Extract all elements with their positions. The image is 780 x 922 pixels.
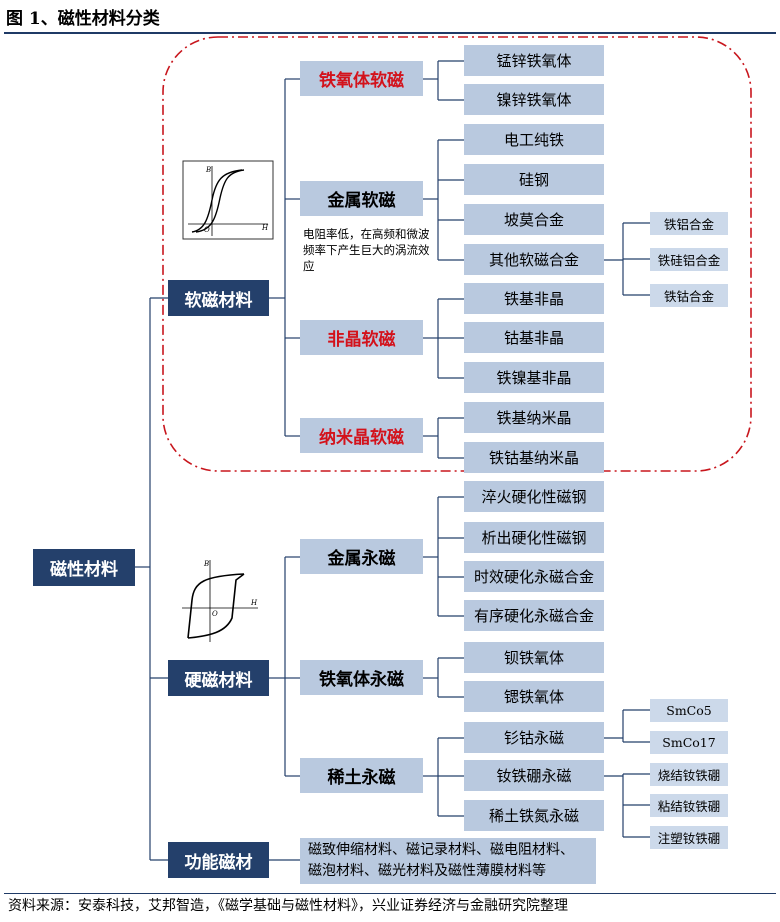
leaf-strontium-ferrite[interactable]: 锶铁氧体 [464, 681, 604, 712]
leaf-feco-nanocrystal[interactable]: 铁钴基纳米晶 [464, 442, 604, 473]
sub-smco17[interactable]: SmCo17 [650, 731, 728, 754]
soft-graph-b-label: B [205, 166, 211, 174]
leaf-precipitation-hardened-steel[interactable]: 析出硬化性磁钢 [464, 522, 604, 553]
leaf-quench-hardened-steel[interactable]: 淬火硬化性磁钢 [464, 481, 604, 512]
soft-graph-h-label: H [261, 224, 269, 232]
hard-ferrite-node[interactable]: 铁氧体永磁 [300, 660, 423, 695]
leaf-aging-hardened-alloy[interactable]: 时效硬化永磁合金 [464, 561, 604, 592]
leaf-co-amorphous[interactable]: 钴基非晶 [464, 322, 604, 353]
sub-injection-ndfeb[interactable]: 注塑钕铁硼 [650, 826, 728, 849]
soft-magnetic-node[interactable]: 软磁材料 [168, 280, 269, 316]
hard-metal-node[interactable]: 金属永磁 [300, 539, 423, 574]
leaf-ordered-hardened-alloy[interactable]: 有序硬化永磁合金 [464, 600, 604, 631]
soft-hysteresis-graph: B O H [182, 160, 274, 240]
sub-fe-co-alloy[interactable]: 铁钴合金 [650, 284, 728, 307]
leaf-smco-magnet[interactable]: 钐钴永磁 [464, 722, 604, 753]
leaf-feni-amorphous[interactable]: 铁镍基非晶 [464, 362, 604, 393]
leaf-mnzn-ferrite[interactable]: 锰锌铁氧体 [464, 45, 604, 76]
leaf-fe-nanocrystal[interactable]: 铁基纳米晶 [464, 402, 604, 433]
sub-bonded-ndfeb[interactable]: 粘结钕铁硼 [650, 794, 728, 817]
hard-graph-h-label: H [250, 599, 258, 607]
leaf-pure-iron[interactable]: 电工纯铁 [464, 124, 604, 155]
leaf-ndfeb-magnet[interactable]: 钕铁硼永磁 [464, 760, 604, 791]
leaf-refen-magnet[interactable]: 稀土铁氮永磁 [464, 800, 604, 831]
soft-amorphous-node[interactable]: 非晶软磁 [300, 320, 423, 355]
functional-materials-desc: 磁致伸缩材料、磁记录材料、磁电阻材料、 磁泡材料、磁光材料及磁性薄膜材料等 [300, 838, 596, 884]
sub-sintered-ndfeb[interactable]: 烧结钕铁硼 [650, 763, 728, 786]
soft-ferrite-node[interactable]: 铁氧体软磁 [300, 61, 423, 96]
functional-magnetic-node[interactable]: 功能磁材 [168, 842, 269, 878]
source-note: 资料来源：安泰科技，艾邦智造，《磁学基础与磁性材料》，兴业证券经济与金融研究院整… [8, 898, 568, 914]
hard-graph-b-label: B [203, 560, 209, 568]
hard-graph-o-label: O [212, 610, 218, 618]
leaf-fe-amorphous[interactable]: 铁基非晶 [464, 283, 604, 314]
title-rule [4, 32, 776, 34]
root-node[interactable]: 磁性材料 [33, 549, 135, 586]
hard-magnetic-node[interactable]: 硬磁材料 [168, 660, 269, 696]
soft-nanocrystal-node[interactable]: 纳米晶软磁 [300, 418, 423, 453]
soft-metal-node[interactable]: 金属软磁 [300, 181, 423, 216]
figure-title: 图 1、磁性材料分类 [6, 9, 160, 29]
sub-fe-al-alloy[interactable]: 铁铝合金 [650, 212, 728, 235]
leaf-permalloy[interactable]: 坡莫合金 [464, 204, 604, 235]
sub-smco5[interactable]: SmCo5 [650, 699, 728, 722]
soft-graph-o-label: O [204, 226, 210, 234]
sub-fe-si-al-alloy[interactable]: 铁硅铝合金 [650, 248, 728, 271]
hard-hysteresis-graph: B O H [182, 560, 258, 642]
soft-metal-note: 电阻率低，在高频和微波频率下产生巨大的涡流效应 [303, 227, 430, 273]
leaf-other-soft-alloy[interactable]: 其他软磁合金 [464, 244, 604, 275]
footer-rule [4, 893, 776, 894]
leaf-silicon-steel[interactable]: 硅钢 [464, 164, 604, 195]
hard-rare-earth-node[interactable]: 稀土永磁 [300, 758, 423, 793]
leaf-nizn-ferrite[interactable]: 镍锌铁氧体 [464, 84, 604, 115]
soft-region-outline [162, 36, 752, 472]
leaf-barium-ferrite[interactable]: 钡铁氧体 [464, 642, 604, 673]
